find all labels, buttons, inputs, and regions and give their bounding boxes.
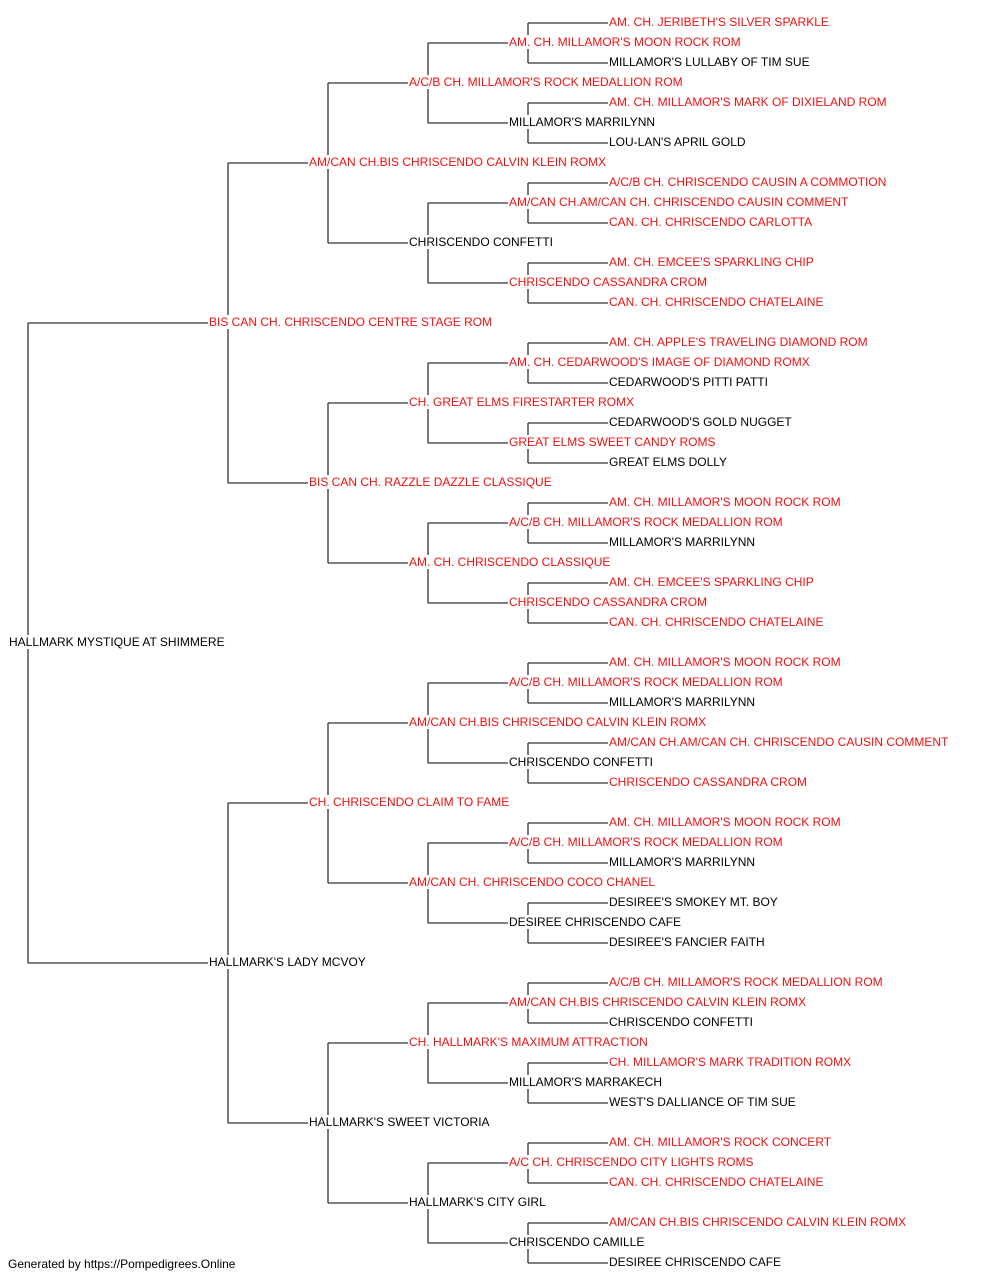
pedigree-dam-name[interactable]: MILLAMOR'S MARRILYNN <box>508 115 657 129</box>
pedigree-sire-name[interactable]: AM. CH. EMCEE'S SPARKLING CHIP <box>608 255 815 269</box>
pedigree-sire-name[interactable]: CH. HALLMARK'S MAXIMUM ATTRACTION <box>408 1035 649 1049</box>
pedigree-sire-name[interactable]: A/C/B CH. MILLAMOR'S ROCK MEDALLION ROM <box>508 835 784 849</box>
pedigree-dam-name[interactable]: CEDARWOOD'S PITTI PATTI <box>608 375 769 389</box>
pedigree-dam-name[interactable]: MILLAMOR'S MARRAKECH <box>508 1075 663 1089</box>
pedigree-sire-name[interactable]: A/C/B CH. CHRISCENDO CAUSIN A COMMOTION <box>608 175 888 189</box>
pedigree-sire-name[interactable]: CH. MILLAMOR'S MARK TRADITION ROMX <box>608 1055 853 1069</box>
pedigree-sire-name[interactable]: AM/CAN CH.BIS CHRISCENDO CALVIN KLEIN RO… <box>508 995 808 1009</box>
pedigree-dam-name[interactable]: DESIREE CHRISCENDO CAFE <box>508 915 683 929</box>
pedigree-sire-name[interactable]: A/C/B CH. MILLAMOR'S ROCK MEDALLION ROM <box>408 75 684 89</box>
pedigree-subject-name[interactable]: HALLMARK MYSTIQUE AT SHIMMERE <box>8 635 226 649</box>
pedigree-dam-name[interactable]: CHRISCENDO CASSANDRA CROM <box>608 775 809 789</box>
pedigree-dam-name[interactable]: HALLMARK'S SWEET VICTORIA <box>308 1115 491 1129</box>
pedigree-dam-name[interactable]: HALLMARK'S LADY MCVOY <box>208 955 367 969</box>
pedigree-sire-name[interactable]: A/C CH. CHRISCENDO CITY LIGHTS ROMS <box>508 1155 755 1169</box>
pedigree-sire-name[interactable]: DESIREE'S SMOKEY MT. BOY <box>608 895 779 909</box>
pedigree-sire-name[interactable]: A/C/B CH. MILLAMOR'S ROCK MEDALLION ROM <box>508 675 784 689</box>
generated-by-footer: Generated by https://Pompedigrees.Online <box>8 1257 236 1271</box>
pedigree-dam-name[interactable]: CAN. CH. CHRISCENDO CHATELAINE <box>608 615 825 629</box>
pedigree-dam-name[interactable]: CHRISCENDO CASSANDRA CROM <box>508 595 709 609</box>
pedigree-sire-name[interactable]: AM. CH. MILLAMOR'S MARK OF DIXIELAND ROM <box>608 95 888 109</box>
pedigree-sire-name[interactable]: AM. CH. JERIBETH'S SILVER SPARKLE <box>608 15 830 29</box>
pedigree-sire-name[interactable]: BIS CAN CH. CHRISCENDO CENTRE STAGE ROM <box>208 315 494 329</box>
pedigree-dam-name[interactable]: CHRISCENDO CAMILLE <box>508 1235 646 1249</box>
pedigree-dam-name[interactable]: AM/CAN CH. CHRISCENDO COCO CHANEL <box>408 875 657 889</box>
pedigree-sire-name[interactable]: AM. CH. CEDARWOOD'S IMAGE OF DIAMOND ROM… <box>508 355 811 369</box>
pedigree-dam-name[interactable]: GREAT ELMS SWEET CANDY ROMS <box>508 435 717 449</box>
pedigree-dam-name[interactable]: CHRISCENDO CONFETTI <box>508 755 654 769</box>
pedigree-dam-name[interactable]: MILLAMOR'S MARRILYNN <box>608 855 757 869</box>
pedigree-dam-name[interactable]: DESIREE'S FANCIER FAITH <box>608 935 766 949</box>
pedigree-dam-name[interactable]: CHRISCENDO CONFETTI <box>408 235 554 249</box>
pedigree-dam-name[interactable]: CAN. CH. CHRISCENDO CHATELAINE <box>608 295 825 309</box>
pedigree-sire-name[interactable]: CH. GREAT ELMS FIRESTARTER ROMX <box>408 395 636 409</box>
pedigree-dam-name[interactable]: BIS CAN CH. RAZZLE DAZZLE CLASSIQUE <box>308 475 553 489</box>
pedigree-sire-name[interactable]: AM. CH. APPLE'S TRAVELING DIAMOND ROM <box>608 335 869 349</box>
pedigree-sire-name[interactable]: AM/CAN CH.AM/CAN CH. CHRISCENDO CAUSIN C… <box>508 195 850 209</box>
pedigree-sire-name[interactable]: AM/CAN CH.BIS CHRISCENDO CALVIN KLEIN RO… <box>308 155 608 169</box>
pedigree-dam-name[interactable]: CAN. CH. CHRISCENDO CARLOTTA <box>608 215 814 229</box>
pedigree-sire-name[interactable]: AM. CH. MILLAMOR'S MOON ROCK ROM <box>508 35 742 49</box>
pedigree-dam-name[interactable]: GREAT ELMS DOLLY <box>608 455 729 469</box>
pedigree-dam-name[interactable]: HALLMARK'S CITY GIRL <box>408 1195 547 1209</box>
pedigree-sire-name[interactable]: CEDARWOOD'S GOLD NUGGET <box>608 415 793 429</box>
pedigree-dam-name[interactable]: LOU-LAN'S APRIL GOLD <box>608 135 747 149</box>
pedigree-sire-name[interactable]: AM/CAN CH.BIS CHRISCENDO CALVIN KLEIN RO… <box>608 1215 908 1229</box>
pedigree-dam-name[interactable]: WEST'S DALLIANCE OF TIM SUE <box>608 1095 797 1109</box>
pedigree-dam-name[interactable]: CHRISCENDO CONFETTI <box>608 1015 754 1029</box>
pedigree-sire-name[interactable]: AM. CH. MILLAMOR'S MOON ROCK ROM <box>608 815 842 829</box>
pedigree-dam-name[interactable]: AM. CH. CHRISCENDO CLASSIQUE <box>408 555 612 569</box>
pedigree-sire-name[interactable]: AM. CH. MILLAMOR'S ROCK CONCERT <box>608 1135 833 1149</box>
pedigree-dam-name[interactable]: MILLAMOR'S MARRILYNN <box>608 535 757 549</box>
pedigree-sire-name[interactable]: AM/CAN CH.AM/CAN CH. CHRISCENDO CAUSIN C… <box>608 735 950 749</box>
pedigree-sire-name[interactable]: A/C/B CH. MILLAMOR'S ROCK MEDALLION ROM <box>508 515 784 529</box>
pedigree-sire-name[interactable]: AM. CH. EMCEE'S SPARKLING CHIP <box>608 575 815 589</box>
pedigree-dam-name[interactable]: DESIREE CHRISCENDO CAFE <box>608 1255 783 1269</box>
pedigree-sire-name[interactable]: AM/CAN CH.BIS CHRISCENDO CALVIN KLEIN RO… <box>408 715 708 729</box>
pedigree-dam-name[interactable]: CHRISCENDO CASSANDRA CROM <box>508 275 709 289</box>
pedigree-sire-name[interactable]: A/C/B CH. MILLAMOR'S ROCK MEDALLION ROM <box>608 975 884 989</box>
pedigree-sire-name[interactable]: CH. CHRISCENDO CLAIM TO FAME <box>308 795 511 809</box>
pedigree-dam-name[interactable]: CAN. CH. CHRISCENDO CHATELAINE <box>608 1175 825 1189</box>
pedigree-sire-name[interactable]: AM. CH. MILLAMOR'S MOON ROCK ROM <box>608 495 842 509</box>
pedigree-sire-name[interactable]: AM. CH. MILLAMOR'S MOON ROCK ROM <box>608 655 842 669</box>
pedigree-dam-name[interactable]: MILLAMOR'S LULLABY OF TIM SUE <box>608 55 811 69</box>
pedigree-dam-name[interactable]: MILLAMOR'S MARRILYNN <box>608 695 757 709</box>
